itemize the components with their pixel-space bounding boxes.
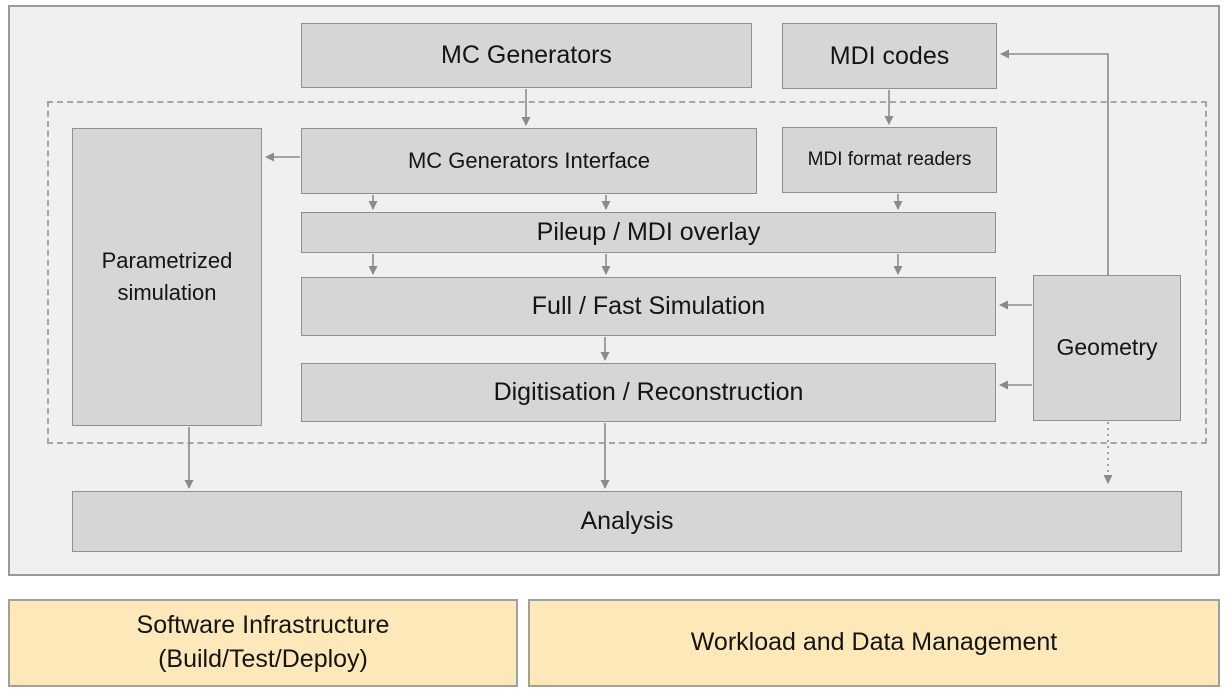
framework-dashed-boundary <box>47 101 1207 444</box>
node-analysis: Analysis <box>72 491 1182 552</box>
node-geometry-label: Geometry <box>1056 334 1158 361</box>
node-geometry: Geometry <box>1033 275 1181 421</box>
node-pileup-mdi-overlay-label: Pileup / MDI overlay <box>536 218 761 247</box>
node-digitisation-reconstruction: Digitisation / Reconstruction <box>301 363 996 422</box>
node-pileup-mdi-overlay: Pileup / MDI overlay <box>301 212 996 253</box>
node-parametrized-simulation-label: Parametrized simulation <box>101 248 233 305</box>
footer-software-infrastructure: Software Infrastructure (Build/Test/Depl… <box>8 599 518 687</box>
node-mdi-codes-label: MDI codes <box>829 41 950 70</box>
node-mc-generators-interface-label: MC Generators Interface <box>407 147 651 173</box>
node-mdi-codes: MDI codes <box>782 23 997 89</box>
node-mc-generators-label: MC Generators <box>441 41 612 70</box>
node-parametrized-simulation: Parametrized simulation <box>72 128 262 426</box>
node-full-fast-simulation: Full / Fast Simulation <box>301 277 996 336</box>
footer-workload-data-management: Workload and Data Management <box>528 599 1220 687</box>
node-mc-generators: MC Generators <box>301 23 752 88</box>
footer-software-infrastructure-label: Software Infrastructure (Build/Test/Depl… <box>136 611 390 673</box>
node-full-fast-simulation-label: Full / Fast Simulation <box>531 292 766 321</box>
footer-workload-data-management-label: Workload and Data Management <box>690 628 1058 657</box>
node-mdi-format-readers: MDI format readers <box>782 127 997 193</box>
node-analysis-label: Analysis <box>580 507 674 536</box>
node-digitisation-reconstruction-label: Digitisation / Reconstruction <box>493 378 804 407</box>
node-mc-generators-interface: MC Generators Interface <box>301 128 757 194</box>
node-mdi-format-readers-label: MDI format readers <box>807 148 972 170</box>
